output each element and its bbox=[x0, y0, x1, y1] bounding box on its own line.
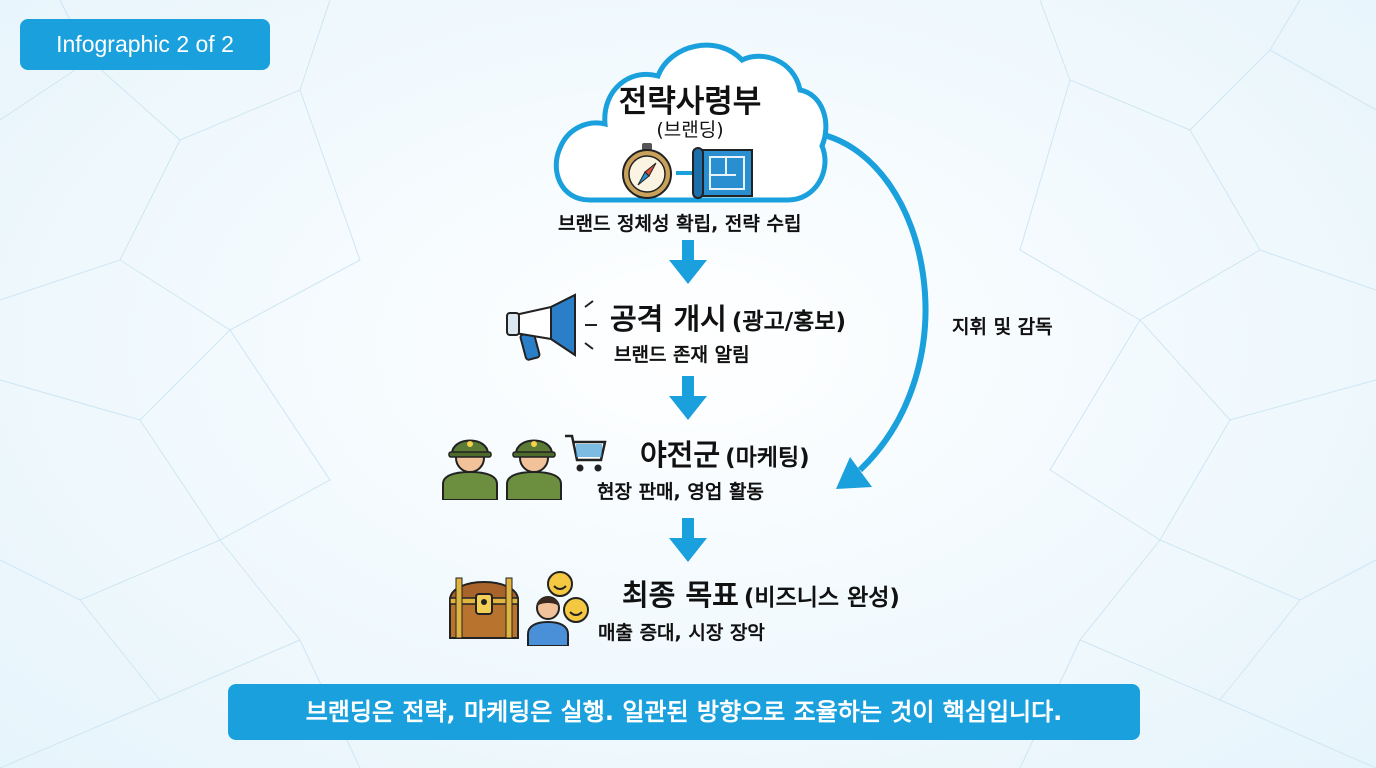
infographic-badge: Infographic 2 of 2 bbox=[20, 19, 270, 70]
happy-customers-icon bbox=[527, 571, 589, 646]
blueprint-icon bbox=[692, 147, 753, 199]
soldier-icon bbox=[442, 439, 498, 500]
step3-paren: (마케팅) bbox=[725, 445, 810, 471]
icon-connector bbox=[676, 171, 692, 175]
arrow-down-1 bbox=[669, 240, 707, 284]
compass-icon bbox=[622, 143, 672, 199]
arrow-down-3 bbox=[669, 518, 707, 562]
arrow-down-2 bbox=[669, 376, 707, 420]
soldier-icon bbox=[506, 439, 562, 500]
oversight-curved-arrow bbox=[823, 132, 929, 489]
top-title: 전략사령부 bbox=[618, 84, 762, 120]
shopping-cart-icon bbox=[565, 434, 607, 472]
step2-paren: (광고/홍보) bbox=[731, 309, 846, 335]
step4-description: 매출 증대, 시장 장악 bbox=[598, 622, 765, 644]
step2-description: 브랜드 존재 알림 bbox=[614, 344, 750, 366]
step3-description: 현장 판매, 영업 활동 bbox=[597, 481, 764, 503]
step3-title: 야전군 bbox=[640, 438, 721, 472]
step4-paren: (비즈니스 완성) bbox=[743, 585, 900, 611]
side-label: 지휘 및 감독 bbox=[952, 316, 1053, 338]
step4-title: 최종 목표 bbox=[622, 578, 739, 612]
megaphone-icon bbox=[506, 293, 597, 361]
top-subtitle: (브랜딩) bbox=[656, 119, 724, 141]
treasure-chest-icon bbox=[448, 577, 520, 639]
step2-title: 공격 개시 bbox=[610, 302, 727, 336]
top-description: 브랜드 정체성 확립, 전략 수립 bbox=[558, 213, 802, 235]
cloud-shape bbox=[553, 42, 829, 203]
footer-banner: 브랜딩은 전략, 마케팅은 실행. 일관된 방향으로 조율하는 것이 핵심입니다… bbox=[228, 684, 1140, 740]
